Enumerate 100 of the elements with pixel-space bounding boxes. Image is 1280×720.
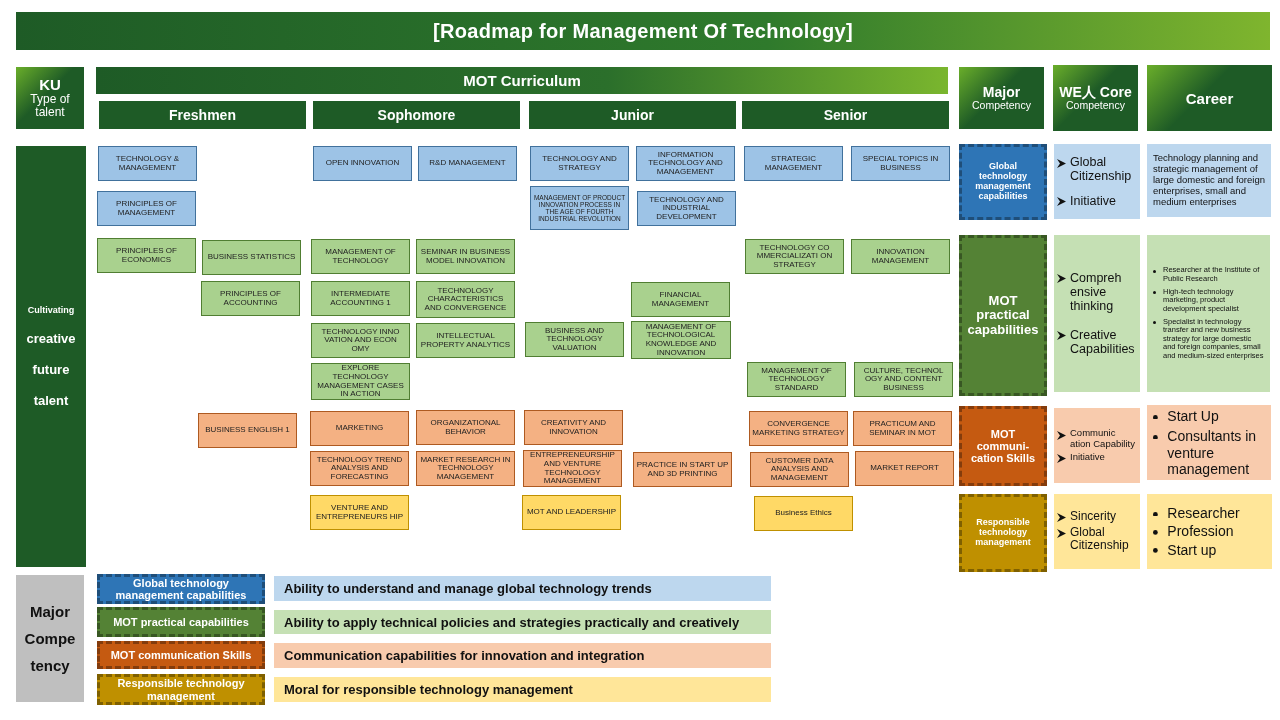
course-box xyxy=(416,410,515,445)
course-box xyxy=(854,362,953,397)
course-box xyxy=(853,411,952,446)
course-box xyxy=(745,239,844,274)
list-item: Initiative xyxy=(1070,193,1116,209)
competency-box xyxy=(959,406,1047,486)
year-header xyxy=(529,101,736,129)
course-box xyxy=(744,146,843,181)
course-name: Business Ethics xyxy=(775,509,832,518)
course-name: PRACTICUM AND SEMINAR IN MOT xyxy=(868,419,937,438)
course-name: ORGANIZATIONAL BEHAVIOR xyxy=(429,418,502,437)
course-box xyxy=(202,240,301,275)
header-text: Type of talent xyxy=(29,92,71,120)
list-item: Communic ation Capability xyxy=(1070,427,1136,450)
course-name: MANAGEMENT OF TECHNOLOGICAL KNOWLEDGE AND INNOVATION xyxy=(644,322,718,358)
header-text: Career xyxy=(1185,89,1234,107)
course-box xyxy=(201,281,300,316)
course-name: CUSTOMER DATA ANALYSIS AND MANAGEMENT xyxy=(764,456,835,483)
course-box xyxy=(636,146,735,181)
course-name: BUSINESS ENGLISH 1 xyxy=(205,426,290,435)
talent-text: future xyxy=(32,362,70,377)
course-name: MARKET REPORT xyxy=(870,464,939,473)
course-name: BUSINESS STATISTICS xyxy=(207,253,296,262)
course-name: PRINCIPLES OF MANAGEMENT xyxy=(115,199,178,218)
course-box xyxy=(198,413,297,448)
course-box xyxy=(851,239,950,274)
description-bar xyxy=(274,576,771,601)
course-name: PRINCIPLES OF ACCOUNTING xyxy=(219,289,282,308)
header-text: Competency xyxy=(1066,99,1125,112)
course-name: STRATEGIC MANAGEMENT xyxy=(763,154,824,173)
list-item: Start up xyxy=(1167,541,1217,558)
list-item: Researcher xyxy=(1167,505,1240,522)
course-name: TECHNOLOGY CHARACTERISTICS AND CONVERGENCE xyxy=(423,286,508,313)
description-bar xyxy=(274,643,771,668)
header-text: Sophomore xyxy=(377,107,456,123)
section-label-box xyxy=(16,575,84,702)
competency-name: MOT practical capabilities xyxy=(112,615,250,629)
header-text: Major xyxy=(982,84,1021,100)
description-text: Ability to understand and manage global technology trends xyxy=(284,581,652,596)
course-name: TECHNOLOGY TREND ANALYSIS AND FORECASTING xyxy=(315,455,404,482)
header-tile xyxy=(16,67,84,129)
course-name: MARKETING xyxy=(335,424,384,433)
competency-box xyxy=(959,235,1047,396)
list-item: Sincerity xyxy=(1070,509,1116,524)
course-name: PRACTICE IN START UP AND 3D PRINTING xyxy=(636,460,729,479)
course-box xyxy=(525,322,624,357)
course-box xyxy=(311,323,410,358)
course-name: VENTURE AND ENTREPRENEURS HIP xyxy=(314,503,405,522)
header-text: KU xyxy=(39,76,61,93)
description-bar xyxy=(274,610,771,634)
course-box xyxy=(749,411,848,446)
description-text: Communication capabilities for innovation and integration xyxy=(284,648,645,663)
competency-panel xyxy=(1054,144,1140,219)
course-name: FINANCIAL MANAGEMENT xyxy=(650,290,711,309)
list-item: Creative Capabilities xyxy=(1070,327,1136,357)
competency-box xyxy=(97,574,265,604)
course-name: INFORMATION TECHNOLOGY AND MANAGEMENT xyxy=(647,150,724,177)
course-name: PRINCIPLES OF ECONOMICS xyxy=(115,246,178,265)
course-name: MOT AND LEADERSHIP xyxy=(526,508,617,517)
year-header xyxy=(99,101,306,129)
course-box xyxy=(637,191,736,226)
course-box xyxy=(750,452,849,487)
competency-panel xyxy=(1147,494,1272,569)
course-box xyxy=(97,238,196,273)
course-name: EXPLORE TECHNOLOGY MANAGEMENT CASES IN ACTION xyxy=(316,364,405,399)
list-item: Global Citizenship xyxy=(1070,525,1130,554)
course-name: CREATIVITY AND INNOVATION xyxy=(539,418,608,437)
competency-name: MOT practical capabilities xyxy=(966,294,1040,337)
curriculum-banner xyxy=(96,67,948,94)
course-box xyxy=(530,186,629,230)
header-tile xyxy=(1147,65,1272,131)
course-box xyxy=(311,281,410,316)
course-box xyxy=(855,451,954,486)
list-item: Global Citizenship xyxy=(1070,154,1133,184)
list-item: Consultants in venture management xyxy=(1167,428,1258,477)
competency-box xyxy=(97,674,265,705)
competency-name: Global technology management capabilities xyxy=(974,162,1032,202)
list-item: Initiative xyxy=(1070,451,1105,463)
competency-box xyxy=(959,144,1047,220)
course-box xyxy=(633,452,732,487)
competency-name: Responsible technology management xyxy=(116,677,246,702)
course-name: CONVERGENCE MARKETING STRATEGY xyxy=(752,419,845,438)
header-tile xyxy=(959,67,1044,129)
header-text: WE人 Core xyxy=(1059,84,1132,100)
course-name: ENTREPRENEURSHIP AND VENTURE TECHNOLOGY MANAGEMENT xyxy=(529,451,616,486)
course-name: R&D MANAGEMENT xyxy=(429,159,506,168)
competency-name: MOT communi- cation Skills xyxy=(969,427,1037,465)
course-name: MARKET RESEARCH IN TECHNOLOGY MANAGEMENT xyxy=(419,455,512,482)
competency-panel xyxy=(1147,235,1270,392)
course-box xyxy=(523,450,622,487)
talent-text: Cultivating xyxy=(27,305,75,315)
talent-column xyxy=(16,146,86,567)
competency-box xyxy=(97,607,265,637)
competency-name: Global technology management capabilities xyxy=(114,577,248,601)
course-box xyxy=(416,239,515,274)
course-box xyxy=(313,146,412,181)
competency-name: Responsible technology management xyxy=(974,518,1032,548)
competency-panel xyxy=(1054,408,1140,483)
course-name: INNOVATION MANAGEMENT xyxy=(870,247,931,266)
course-name: TECHNOLOGY INNO VATION AND ECON OMY xyxy=(320,327,401,354)
